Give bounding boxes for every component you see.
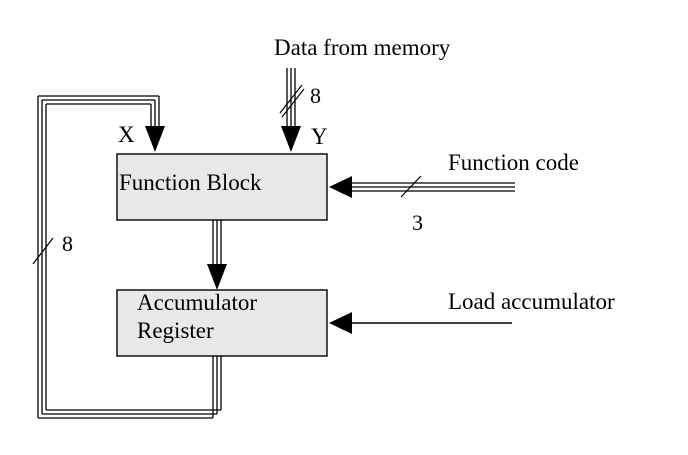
data-bus-width-tick (279, 84, 303, 114)
accumulator-label-line1: Accumulator (137, 290, 257, 315)
data-memory-bus (281, 68, 301, 152)
y-input-arrow (281, 126, 301, 152)
load-accumulator-arrow (329, 312, 352, 334)
feedback-bus (37, 95, 222, 419)
function-block-label: Function Block (119, 170, 262, 195)
function-code-arrow (329, 176, 352, 198)
feedback-bus-width-tick (32, 237, 54, 265)
data-from-memory-label: Data from memory (274, 35, 451, 60)
input-x-label: X (118, 122, 135, 147)
accumulator-input-arrow (207, 264, 227, 290)
function-code-bus (329, 176, 515, 198)
feedback-bus-width-label: 8 (62, 231, 73, 256)
accumulator-register-block (116, 289, 328, 357)
load-accumulator-label: Load accumulator (448, 289, 615, 314)
data-bus-width-label: 8 (310, 83, 321, 108)
x-input-arrow (145, 126, 165, 152)
function-output-bus (207, 220, 227, 290)
accumulator-label-line2: Register (137, 318, 214, 343)
function-code-width-label: 3 (412, 210, 423, 235)
function-block (116, 153, 328, 221)
data-bus-width-tick-2 (281, 88, 305, 118)
function-code-width-tick (400, 175, 422, 198)
input-y-label: Y (311, 124, 328, 149)
function-code-label: Function code (448, 150, 579, 175)
